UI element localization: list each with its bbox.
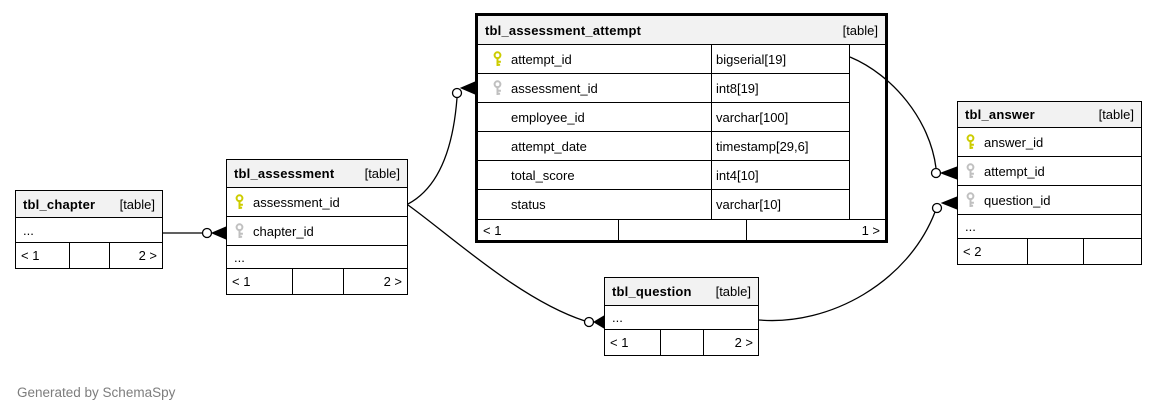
column-name: attempt_date bbox=[511, 138, 587, 154]
table-name: tbl_question bbox=[612, 284, 692, 299]
footer-middle-cell bbox=[619, 220, 747, 240]
ellipsis-text: ... bbox=[612, 310, 623, 325]
table-header[interactable]: tbl_assessment_attempt [table] bbox=[478, 16, 885, 45]
column-row: total_score int4[10] bbox=[478, 161, 849, 190]
footer-children-count: 2 > bbox=[734, 335, 753, 350]
table-badge: [table] bbox=[119, 196, 155, 212]
columns-body: attempt_id bigserial[19] assessment_id i… bbox=[478, 45, 885, 220]
footer-children-count: 1 > bbox=[861, 222, 880, 238]
column-name: question_id bbox=[984, 192, 1051, 208]
column-row: assessment_id int8[19] bbox=[478, 74, 849, 103]
column-row: chapter_id bbox=[227, 217, 407, 246]
column-name: answer_id bbox=[984, 134, 1044, 150]
column-type: int8[19] bbox=[716, 80, 759, 96]
foreign-key-icon bbox=[234, 223, 251, 239]
column-row: question_id bbox=[958, 186, 1141, 215]
column-name: status bbox=[511, 197, 546, 212]
column-type: varchar[10] bbox=[716, 197, 782, 212]
foreign-key-icon bbox=[492, 80, 509, 96]
footer-parents-count: < 1 bbox=[16, 243, 70, 268]
column-type: int4[10] bbox=[716, 167, 759, 183]
table-node-tbl-question[interactable]: tbl_question [table] ... < 1 2 > bbox=[604, 277, 759, 356]
footer-parents-count: < 1 bbox=[227, 269, 293, 294]
hidden-columns-row: ... bbox=[605, 306, 758, 330]
foreign-key-icon bbox=[965, 163, 982, 179]
table-footer: < 1 2 > bbox=[605, 330, 758, 355]
ellipsis-text: ... bbox=[23, 222, 34, 238]
hidden-columns-row: ... bbox=[227, 246, 407, 269]
table-footer: < 1 2 > bbox=[16, 243, 162, 268]
column-row: answer_id bbox=[958, 128, 1141, 157]
column-name: total_score bbox=[511, 167, 575, 183]
table-name: tbl_answer bbox=[965, 107, 1035, 122]
footer-parents-count: < 1 bbox=[478, 220, 619, 240]
hidden-columns-row: ... bbox=[16, 218, 162, 243]
hidden-columns-row: ... bbox=[958, 215, 1141, 239]
table-badge: [table] bbox=[715, 284, 751, 299]
ellipsis-text: ... bbox=[965, 219, 976, 234]
primary-key-icon bbox=[492, 51, 509, 67]
footer-middle-cell bbox=[1028, 239, 1084, 264]
generator-note: Generated by SchemaSpy bbox=[17, 385, 176, 400]
column-row: employee_id varchar[100] bbox=[478, 103, 849, 132]
table-header[interactable]: tbl_answer [table] bbox=[958, 102, 1141, 128]
columns-grid: attempt_id bigserial[19] assessment_id i… bbox=[478, 45, 850, 219]
footer-parents-count: < 2 bbox=[958, 239, 1028, 264]
column-name: assessment_id bbox=[511, 80, 598, 96]
table-name: tbl_chapter bbox=[23, 196, 96, 212]
edge-routing-strip bbox=[850, 45, 885, 219]
table-badge: [table] bbox=[842, 22, 878, 38]
table-badge: [table] bbox=[1098, 107, 1134, 122]
primary-key-icon bbox=[234, 194, 251, 210]
table-footer: < 1 2 > bbox=[227, 269, 407, 294]
table-badge: [table] bbox=[364, 166, 400, 181]
column-row: attempt_date timestamp[29,6] bbox=[478, 132, 849, 161]
footer-middle-cell bbox=[70, 243, 110, 268]
edge-assessment-attempt bbox=[407, 81, 476, 205]
footer-children-count: 2 > bbox=[138, 248, 157, 263]
edge-chapter-assessment bbox=[163, 226, 227, 240]
ellipsis-text: ... bbox=[234, 249, 245, 265]
column-row: attempt_id bbox=[958, 157, 1141, 186]
footer-parents-count: < 1 bbox=[605, 330, 661, 355]
column-row: assessment_id bbox=[227, 188, 407, 217]
column-name: chapter_id bbox=[253, 223, 314, 239]
table-node-tbl-chapter[interactable]: tbl_chapter [table] ... < 1 2 > bbox=[15, 190, 163, 269]
table-node-tbl-answer[interactable]: tbl_answer [table] answer_id attempt_id … bbox=[957, 101, 1142, 265]
column-type: varchar[100] bbox=[716, 109, 789, 125]
column-type: bigserial[19] bbox=[716, 51, 787, 67]
column-name: assessment_id bbox=[253, 194, 340, 210]
footer-middle-cell bbox=[661, 330, 704, 355]
footer-middle-cell bbox=[293, 269, 344, 294]
table-footer: < 1 1 > bbox=[478, 220, 885, 240]
table-name: tbl_assessment bbox=[234, 166, 335, 181]
table-header[interactable]: tbl_assessment [table] bbox=[227, 160, 407, 188]
column-name: attempt_id bbox=[511, 51, 572, 67]
column-type: timestamp[29,6] bbox=[716, 138, 809, 154]
column-row: status varchar[10] bbox=[478, 190, 849, 219]
table-header[interactable]: tbl_chapter [table] bbox=[16, 191, 162, 218]
table-name: tbl_assessment_attempt bbox=[485, 22, 642, 38]
column-row: attempt_id bigserial[19] bbox=[478, 45, 849, 74]
foreign-key-icon bbox=[965, 192, 982, 208]
table-node-tbl-assessment[interactable]: tbl_assessment [table] assessment_id cha… bbox=[226, 159, 408, 295]
table-node-tbl-assessment-attempt[interactable]: tbl_assessment_attempt [table] attempt_i… bbox=[475, 13, 888, 243]
table-header[interactable]: tbl_question [table] bbox=[605, 278, 758, 306]
primary-key-icon bbox=[965, 134, 982, 150]
footer-children-count: 2 > bbox=[383, 274, 402, 289]
table-footer: < 2 bbox=[958, 239, 1141, 264]
column-name: attempt_id bbox=[984, 163, 1045, 179]
column-name: employee_id bbox=[511, 109, 585, 125]
footer-children-count bbox=[1084, 239, 1141, 264]
